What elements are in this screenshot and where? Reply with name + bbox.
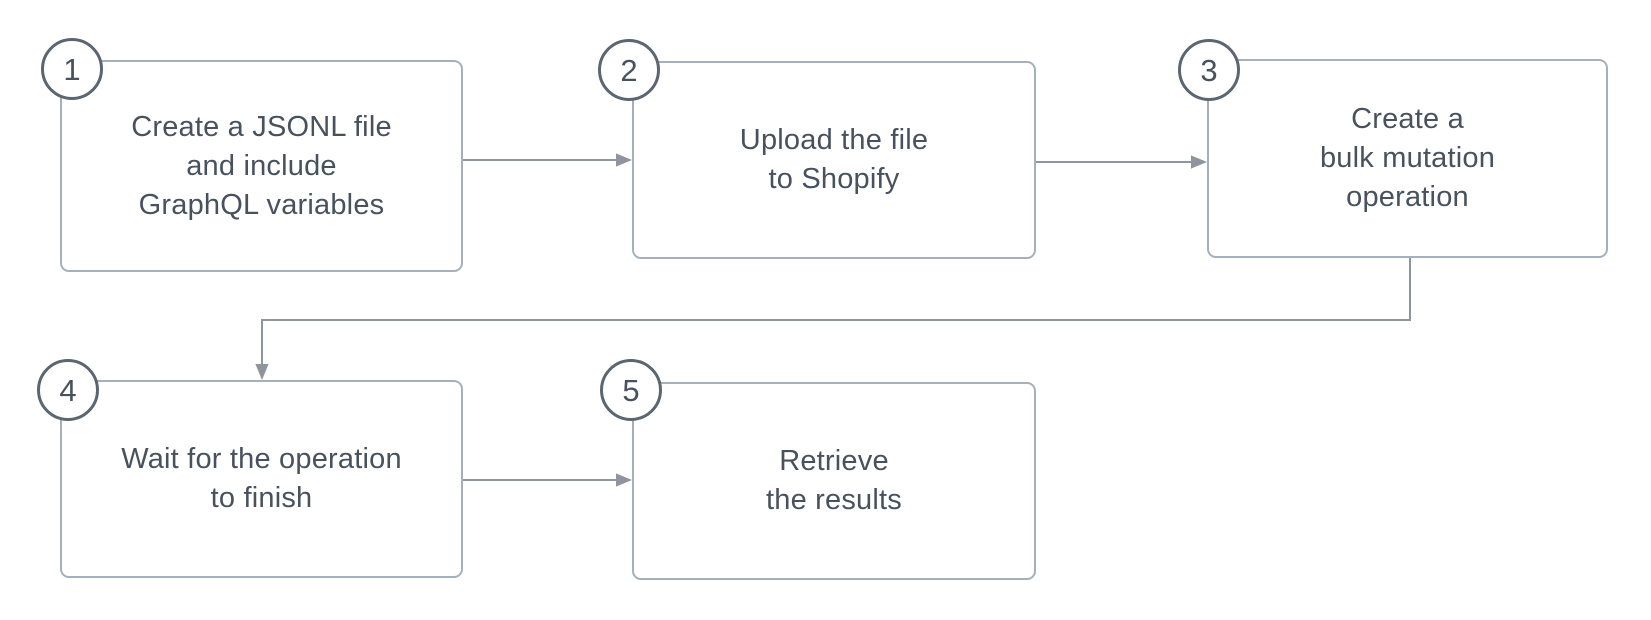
step-2-label: Upload the file to Shopify	[739, 124, 929, 195]
step-4-number: 4	[59, 372, 77, 408]
step-4-box: Wait for the operation to finish	[60, 380, 463, 578]
step-5-box: Retrieve the results	[632, 382, 1036, 580]
step-2-number: 2	[620, 52, 638, 88]
step-1-number-badge: 1	[41, 38, 103, 100]
step-1-number: 1	[63, 51, 81, 87]
step-3-box: Create a bulk mutation operation	[1207, 59, 1608, 258]
step-3-number-badge: 3	[1178, 39, 1240, 101]
step-2-number-badge: 2	[598, 39, 660, 101]
step-5-number-badge: 5	[600, 359, 662, 421]
step-1-label: Create a JSONL file and include GraphQL …	[131, 110, 392, 221]
step-3-number: 3	[1200, 52, 1218, 88]
arrow-step3-to-step4-icon	[255, 258, 1411, 380]
step-2-box: Upload the file to Shopify	[632, 61, 1036, 259]
step-5-number: 5	[622, 372, 640, 408]
step-3-label: Create a bulk mutation operation	[1319, 103, 1496, 213]
step-1-box: Create a JSONL file and include GraphQL …	[60, 60, 463, 272]
step-5-label: Retrieve the results	[766, 445, 902, 516]
step-4-number-badge: 4	[37, 359, 99, 421]
step-4-label: Wait for the operation to finish	[121, 443, 402, 514]
